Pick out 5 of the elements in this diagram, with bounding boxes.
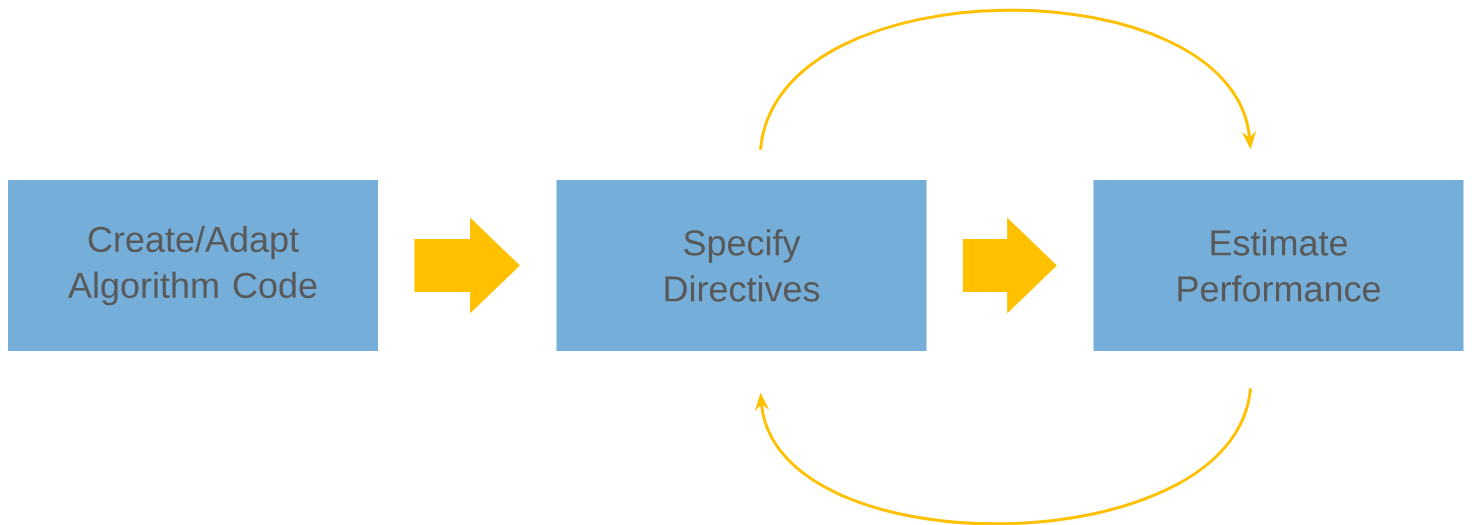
process-box: Estimate Performance	[1093, 180, 1464, 351]
process-box: Specify Directives	[556, 180, 927, 351]
process-box: Create/Adapt Algorithm Code	[8, 180, 378, 351]
curved-arrow	[754, 387, 1252, 525]
curved-arrow	[759, 8, 1257, 151]
